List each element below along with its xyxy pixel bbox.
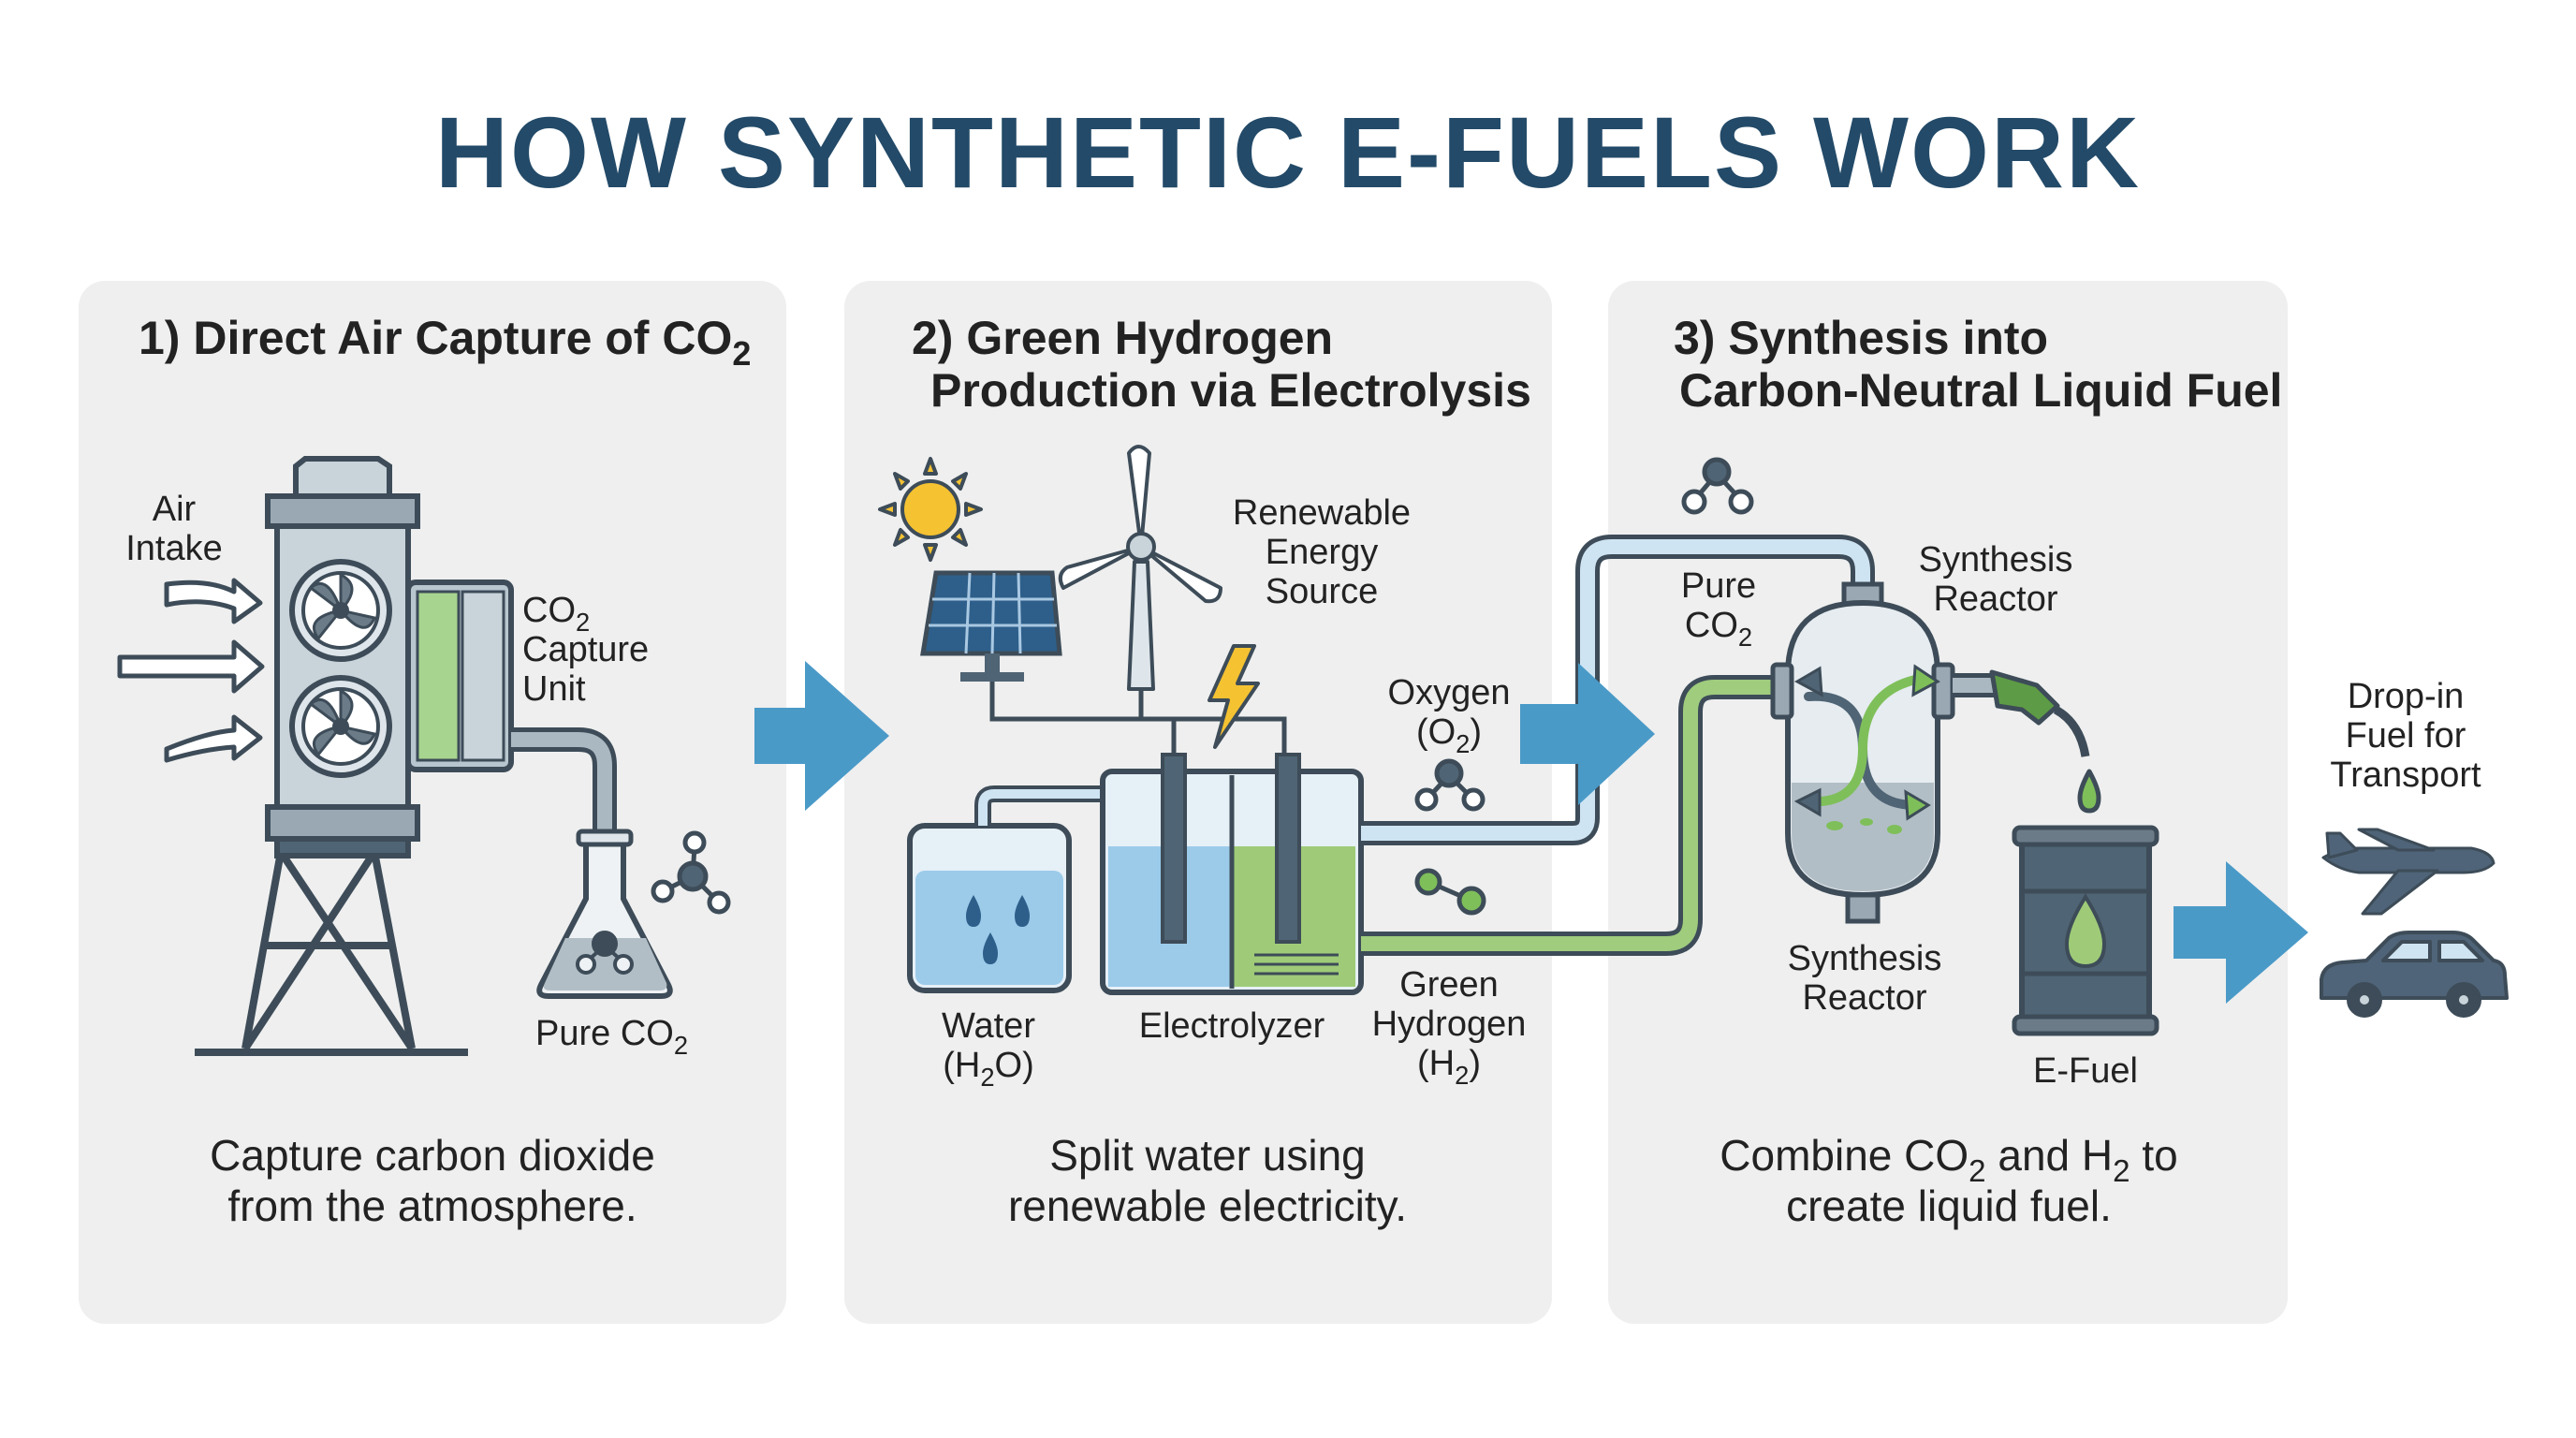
panel3-description: create liquid fuel. — [1786, 1181, 2112, 1230]
green-hydrogen-label: (H2) — [1417, 1044, 1481, 1090]
drop-in-fuel-label: Transport — [2330, 756, 2481, 795]
fan-icon — [289, 559, 392, 662]
fuel-nozzle-icon — [1989, 669, 2101, 814]
synthesis-reactor-label: Synthesis — [1919, 540, 2073, 580]
hydrogen-pipe — [1361, 680, 1778, 951]
water-tank — [907, 823, 1072, 993]
drop-in-fuel-label: Fuel for — [2346, 716, 2466, 756]
air-intake-arrows — [117, 578, 265, 763]
panel2-heading: Production via Electrolysis — [930, 364, 1531, 417]
efuel-label: E-Fuel — [2033, 1051, 2138, 1091]
panel1-description: from the atmosphere. — [227, 1181, 637, 1230]
fan-icon — [289, 675, 392, 778]
water-pipe — [978, 789, 1103, 826]
co2-capture-unit — [405, 580, 514, 772]
panel3-description: Combine CO2 and H2 to — [1720, 1131, 2177, 1189]
panel1-description: Capture carbon dioxide — [210, 1131, 655, 1180]
renewable-energy-label: Renewable — [1233, 493, 1411, 533]
drop-in-fuel-label: Drop-in — [2348, 677, 2465, 716]
oxygen-label: Oxygen — [1388, 673, 1511, 712]
capture-unit-label: Capture — [522, 630, 649, 669]
air-intake-label: Intake — [125, 529, 223, 568]
lightning-icon — [1208, 644, 1260, 749]
molecule-icon — [1414, 758, 1486, 812]
wind-turbine-icon — [1058, 445, 1222, 691]
synthesis-reactor-label: Reactor — [1933, 580, 2057, 619]
flow-arrow — [2174, 861, 2308, 1004]
pure-co2-label: Pure — [1681, 566, 1756, 606]
molecule-icon — [1414, 868, 1486, 916]
water-label: Water — [942, 1006, 1035, 1046]
pure-co2-label: Pure CO2 — [535, 1014, 688, 1060]
water-label: (H2O) — [943, 1046, 1034, 1092]
car-icon — [2320, 931, 2509, 1018]
co2-pipe — [511, 732, 612, 843]
synthesis-reactor-label: Reactor — [1802, 978, 1926, 1018]
flow-arrow — [754, 661, 889, 811]
dac-tower — [265, 456, 420, 858]
panel2-description: Split water using — [1049, 1131, 1366, 1180]
panel-direct-air-capture — [79, 281, 786, 1324]
panel2-heading: 2) Green Hydrogen — [912, 312, 1333, 364]
renewable-energy-label: Energy — [1266, 533, 1378, 572]
oxygen-label: (O2) — [1416, 712, 1482, 758]
panel2-description: renewable electricity. — [1008, 1181, 1407, 1230]
synthesis-reactor — [1770, 581, 1955, 924]
capture-unit-label: Unit — [522, 669, 586, 709]
dac-tower-legs — [195, 849, 468, 1056]
solar-panel-icon — [920, 570, 1062, 682]
green-hydrogen-label: Hydrogen — [1372, 1005, 1527, 1044]
molecule-icon — [1681, 457, 1754, 515]
flask-icon — [536, 829, 673, 999]
oxygen-pipe — [1361, 539, 1870, 841]
flow-arrow — [1520, 663, 1655, 805]
electrolyzer — [1100, 753, 1364, 995]
page-title: HOW SYNTHETIC E-FUELS WORK — [435, 95, 2141, 209]
renewable-energy-label: Source — [1266, 572, 1378, 611]
green-hydrogen-label: Green — [1399, 965, 1499, 1005]
pure-co2-label: CO2 — [1685, 606, 1752, 652]
synthesis-reactor-label: Synthesis — [1788, 939, 1942, 978]
molecule-icon — [651, 830, 731, 915]
sun-icon — [878, 457, 983, 562]
panel3-heading: 3) Synthesis into — [1674, 312, 2048, 364]
airplane-icon — [2321, 828, 2496, 916]
panel3-heading: Carbon-Neutral Liquid Fuel — [1679, 364, 2282, 417]
capture-unit-label: CO2 — [522, 591, 590, 637]
panel1-heading: 1) Direct Air Capture of CO2 — [139, 312, 751, 373]
air-intake-label: Air — [153, 490, 197, 529]
power-wires — [989, 682, 1287, 758]
electrolyzer-label: Electrolyzer — [1139, 1006, 1325, 1046]
barrel-icon — [2012, 825, 2159, 1036]
